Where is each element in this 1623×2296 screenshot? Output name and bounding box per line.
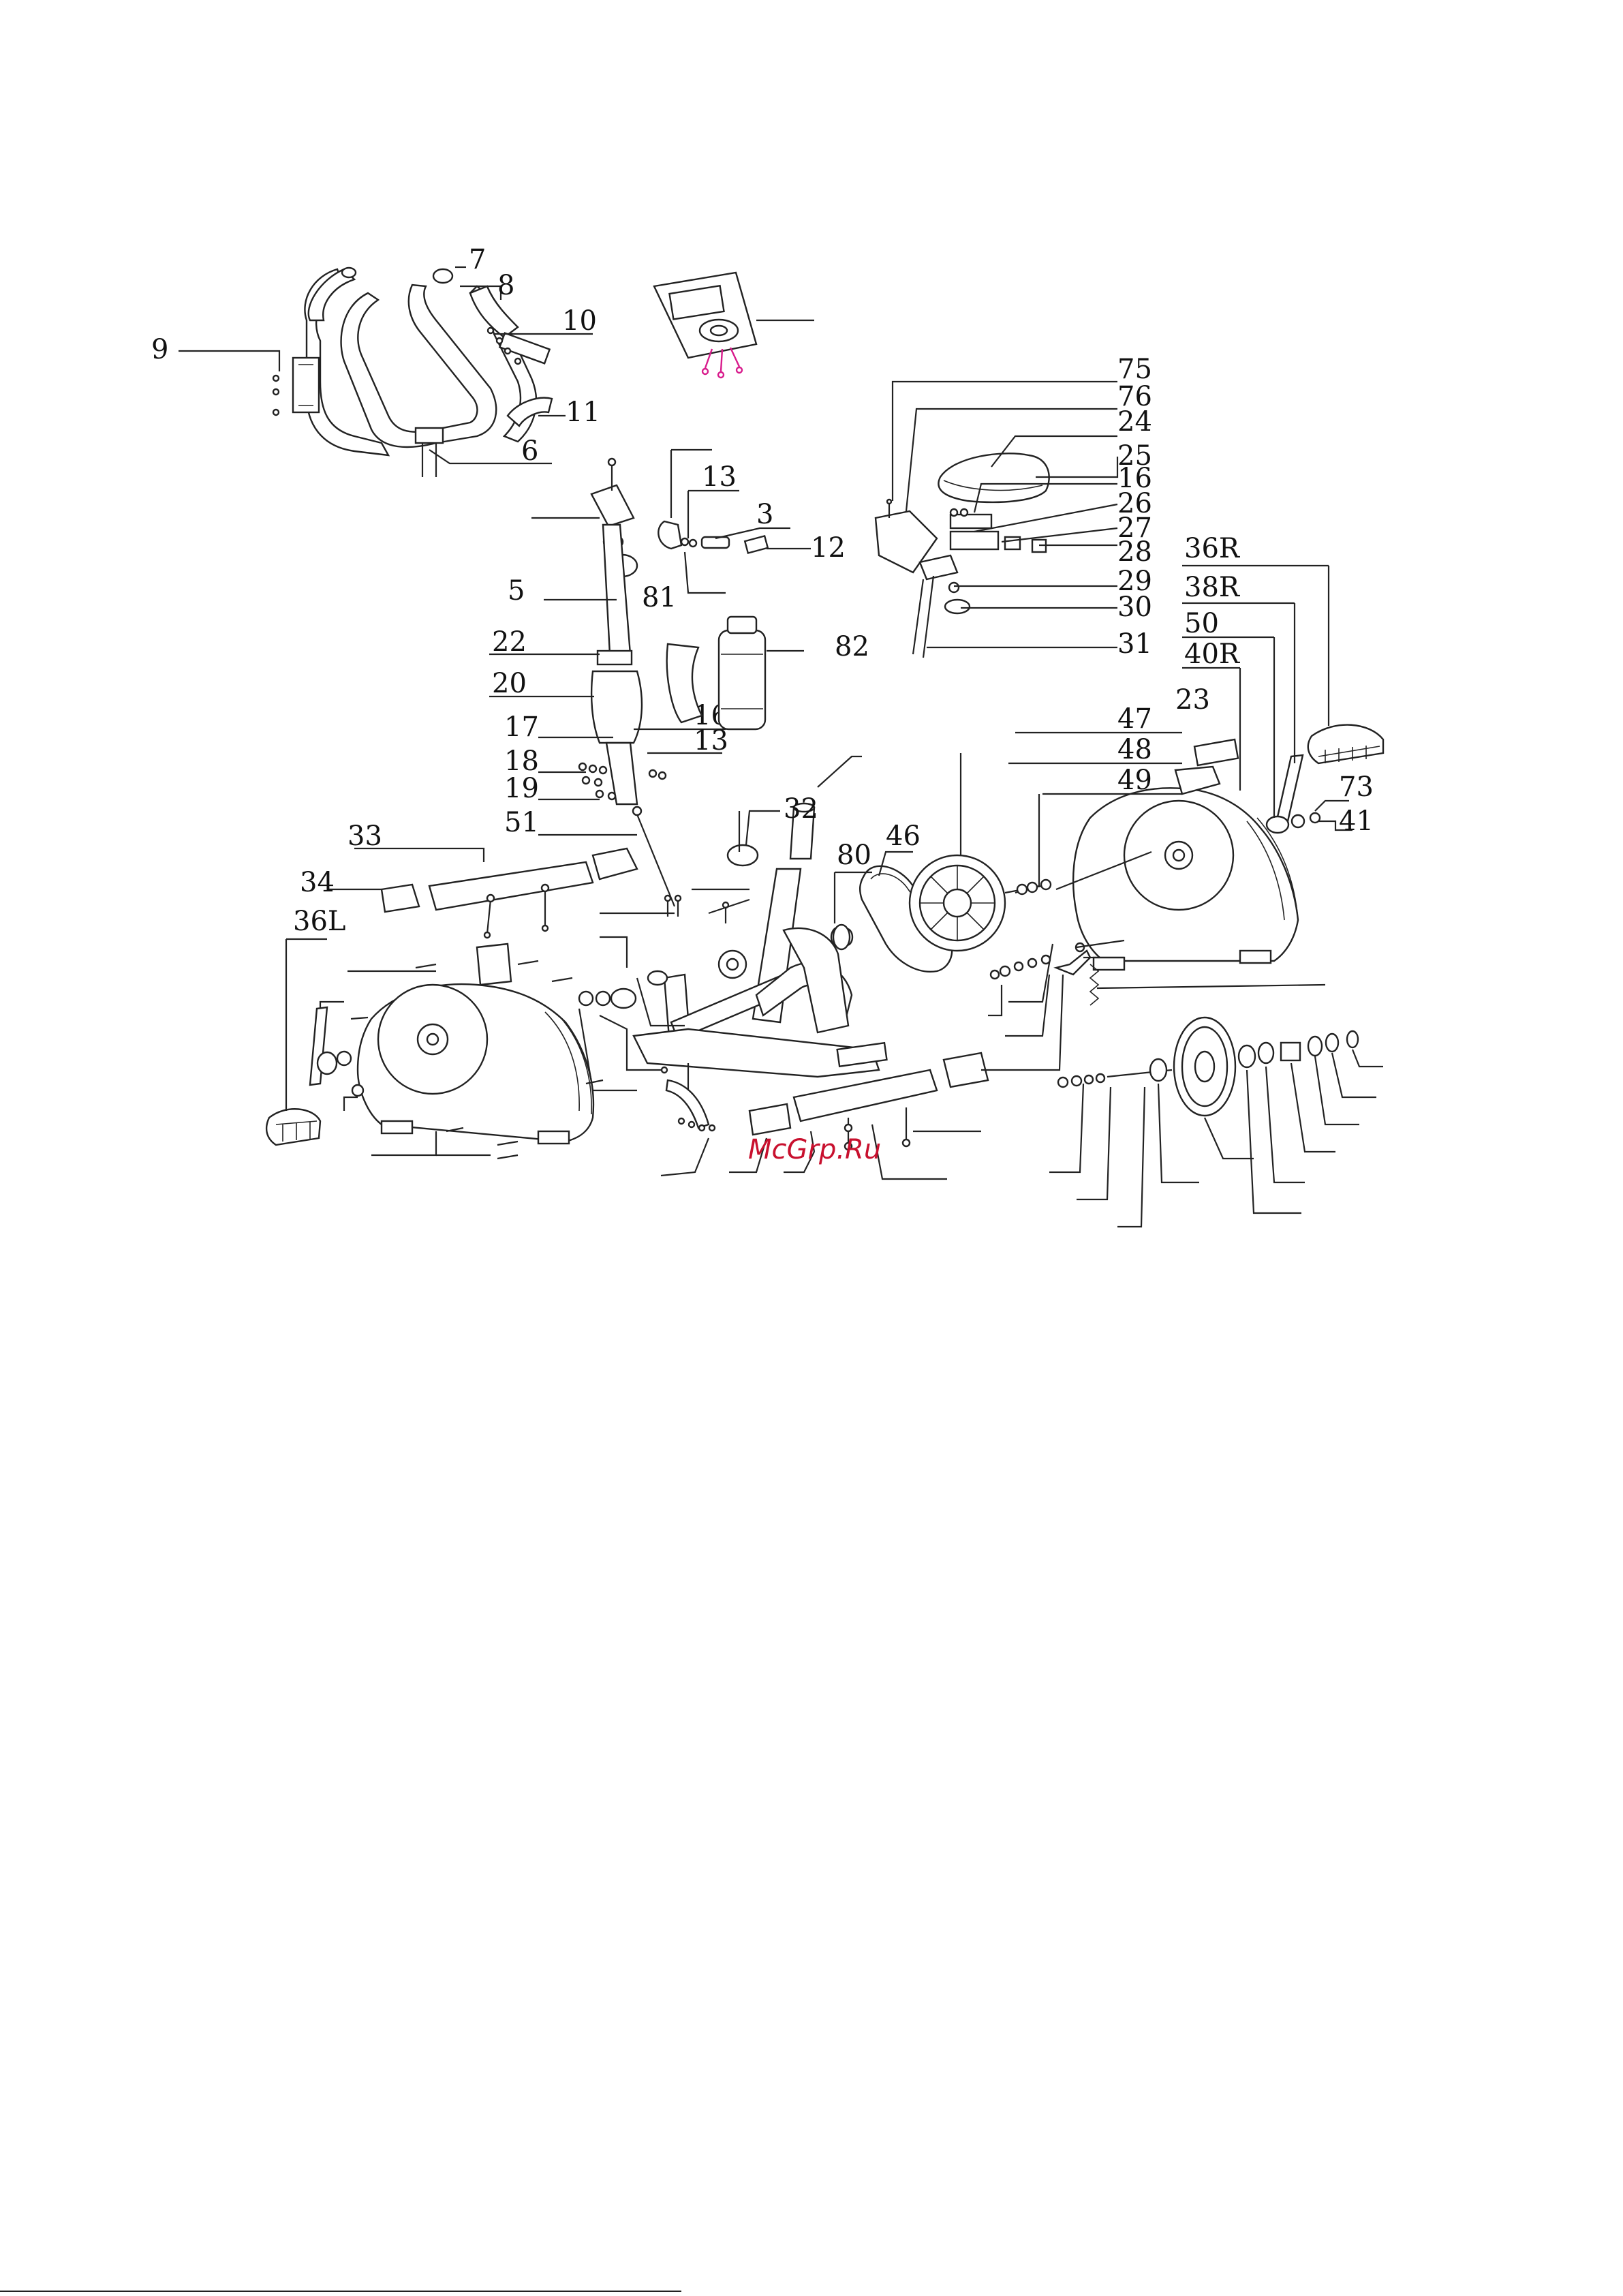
label-47: 47 — [1117, 703, 1152, 735]
label-36R: 36R — [1184, 533, 1241, 564]
pin-3 — [702, 537, 729, 548]
rear-endcap-left — [749, 1104, 790, 1135]
right-cover-assembly: 36R 38R 50 40R 23 47 48 49 73 41 — [1008, 533, 1383, 970]
main-frame-assembly: 32 — [579, 756, 886, 1090]
console-assembly — [654, 273, 814, 378]
bearing-80 — [833, 925, 850, 949]
seat-clamp-27 — [1005, 537, 1020, 549]
label-36L: 36L — [293, 906, 345, 937]
front-stabilizer-assembly: 33 34 — [300, 821, 637, 938]
label-32: 32 — [784, 793, 818, 825]
handlebar-end-cap-top — [342, 268, 356, 277]
knob-12 — [745, 536, 768, 553]
post-sleeve — [591, 671, 642, 743]
label-51: 51 — [504, 807, 539, 838]
label-81: 81 — [642, 582, 677, 613]
watermark-text: McGrp.Ru — [748, 1134, 881, 1165]
front-endcap-34-left — [382, 885, 419, 912]
rear-stabilizer — [794, 1070, 937, 1121]
label-48: 48 — [1117, 734, 1152, 765]
bottle-and-knob-assembly: 13 3 12 81 82 — [642, 450, 869, 729]
label-30: 30 — [1117, 592, 1152, 623]
label-17: 17 — [504, 711, 539, 743]
flywheel-hub-nut — [1281, 1043, 1300, 1060]
handlebar-assembly: 7 8 9 10 11 6 — [151, 244, 600, 477]
label-41: 41 — [1339, 806, 1374, 837]
watermark: McGrp.Ru — [748, 1134, 881, 1165]
label-33: 33 — [347, 821, 382, 852]
label-24: 24 — [1117, 406, 1152, 438]
drive-assembly: 80 46 — [833, 753, 1051, 972]
label-23: 23 — [1175, 684, 1210, 716]
label-80: 80 — [837, 840, 871, 871]
label-8: 8 — [497, 270, 514, 301]
bracket-clip — [658, 521, 681, 549]
seat-cushion — [938, 453, 1049, 502]
pulse-sensor-left — [293, 358, 319, 412]
seat-slider-carriage — [950, 532, 998, 549]
label-82: 82 — [835, 631, 869, 662]
frame-adjust-knob-32 — [728, 845, 758, 866]
console-mount-plate — [591, 485, 634, 526]
handlebar-post-tube — [603, 525, 630, 654]
console-body — [654, 273, 756, 358]
handlebar-bracket — [416, 428, 443, 443]
label-50: 50 — [1184, 608, 1219, 639]
label-12: 12 — [811, 532, 846, 564]
label-28: 28 — [1117, 536, 1152, 568]
left-pedal — [266, 1109, 320, 1145]
label-22: 22 — [492, 626, 527, 658]
label-46: 46 — [886, 821, 921, 852]
label-13-lower: 13 — [694, 725, 728, 756]
label-34: 34 — [300, 867, 335, 898]
tension-lever — [1056, 951, 1090, 975]
seat-post — [920, 555, 957, 579]
flywheel-assembly — [1049, 1017, 1383, 1227]
label-11: 11 — [566, 397, 600, 428]
right-crank-arm — [1277, 755, 1303, 821]
label-40R: 40R — [1184, 639, 1241, 670]
label-6: 6 — [521, 435, 538, 467]
seat-assembly: 75 76 24 25 16 26 27 28 29 30 31 — [876, 354, 1152, 660]
label-73: 73 — [1339, 771, 1374, 803]
label-49: 49 — [1117, 765, 1152, 796]
left-cover-assembly: 36L — [266, 906, 603, 1159]
front-stabilizer-33 — [429, 862, 593, 910]
label-20: 20 — [492, 668, 527, 699]
label-38R: 38R — [1184, 572, 1241, 603]
label-10: 10 — [562, 305, 597, 337]
bottle-holder — [667, 644, 702, 722]
label-3: 3 — [756, 499, 773, 530]
front-endcap-34-right — [593, 848, 637, 879]
label-7: 7 — [469, 244, 486, 275]
handlebar-end-cap — [433, 269, 452, 283]
seat-bracket — [950, 515, 991, 528]
label-5: 5 — [508, 575, 525, 607]
water-bottle — [719, 630, 765, 729]
cover-top-plate-23 — [1194, 739, 1238, 765]
label-13-upper: 13 — [702, 461, 737, 493]
label-9: 9 — [151, 334, 168, 365]
label-31: 31 — [1117, 628, 1152, 660]
right-pedal — [1308, 725, 1383, 763]
label-19: 19 — [504, 773, 539, 804]
handlebar-main-bar — [341, 285, 497, 447]
seat-post-knob — [945, 600, 970, 613]
post-collar — [598, 651, 632, 664]
